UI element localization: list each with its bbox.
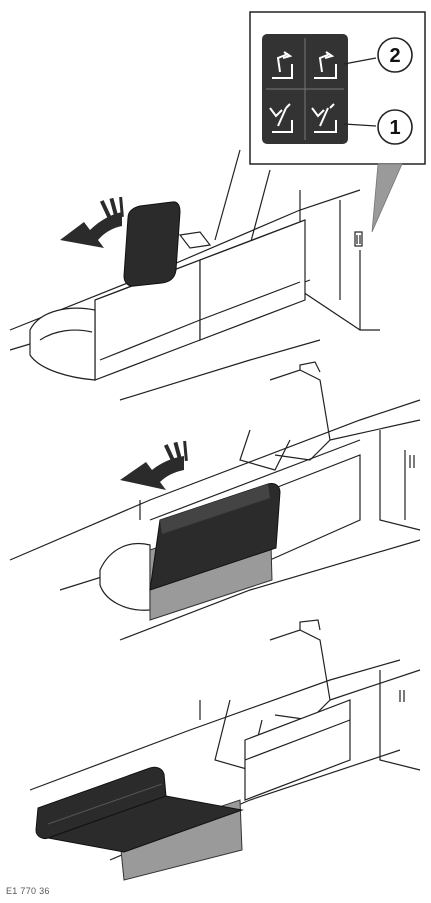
seat-folded-flat <box>36 767 242 880</box>
callout-1-label: 1 <box>389 117 400 139</box>
figure-code: E1 770 36 <box>6 886 50 896</box>
headrest-folding <box>124 202 180 286</box>
seatback-folding <box>150 483 280 620</box>
fold-arrow-2 <box>120 441 188 490</box>
switch-panel-inset: 2 1 <box>250 12 425 232</box>
callout-2-label: 2 <box>389 45 400 67</box>
fold-arrow-1 <box>60 197 124 248</box>
step-1-headrest-fold <box>10 150 380 400</box>
